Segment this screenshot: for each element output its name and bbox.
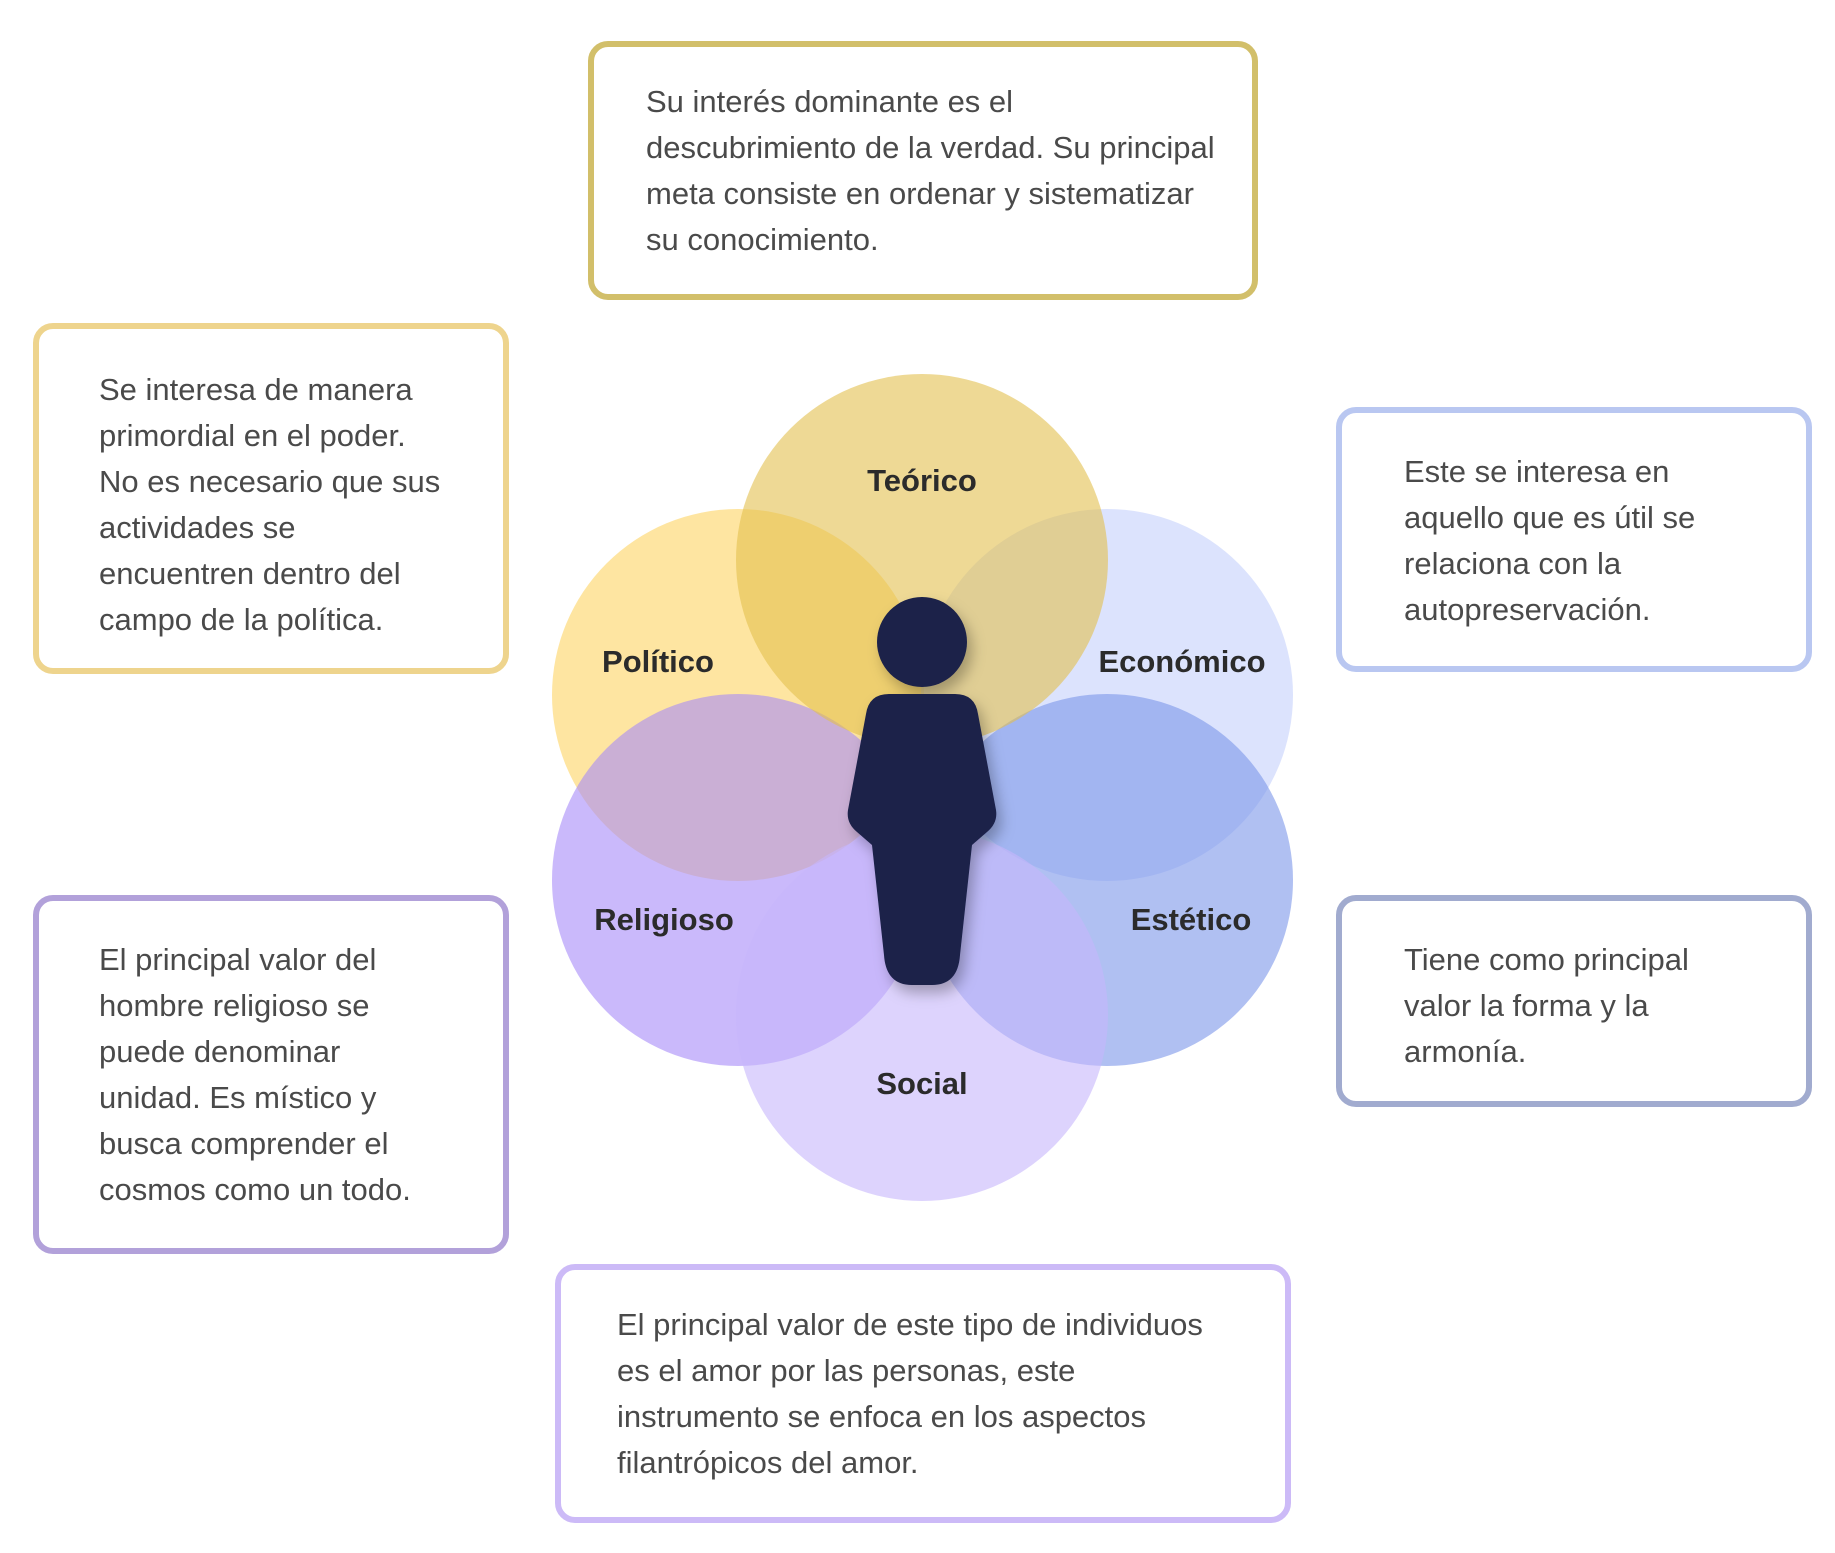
label-estetico: Estético	[1131, 902, 1252, 937]
social-description-box: El principal valor de este tipo de indiv…	[555, 1264, 1291, 1523]
teorico-description: Su interés dominante es el descubrimient…	[646, 84, 1215, 257]
economico-description-box: Este se interesa en aquello que es útil …	[1336, 407, 1812, 672]
label-religioso: Religioso	[594, 902, 734, 937]
religioso-description: El principal valor del hombre religioso …	[99, 942, 411, 1207]
label-politico: Político	[602, 644, 714, 679]
politico-description-box: Se interesa de manera primordial en el p…	[33, 323, 509, 674]
label-economico: Económico	[1098, 644, 1265, 679]
circle-teorico	[736, 374, 1108, 746]
label-teorico: Teórico	[867, 463, 977, 498]
teorico-description-box: Su interés dominante es el descubrimient…	[588, 41, 1258, 300]
estetico-description-box: Tiene como principal valor la forma y la…	[1336, 895, 1812, 1107]
circle-social	[736, 829, 1108, 1201]
estetico-description: Tiene como principal valor la forma y la…	[1404, 942, 1689, 1069]
religioso-description-box: El principal valor del hombre religioso …	[33, 895, 509, 1254]
circle-group	[552, 374, 1293, 1201]
economico-description: Este se interesa en aquello que es útil …	[1404, 454, 1696, 627]
person-icon	[847, 597, 997, 985]
politico-description: Se interesa de manera primordial en el p…	[99, 372, 441, 637]
social-description: El principal valor de este tipo de indiv…	[617, 1307, 1203, 1480]
label-social: Social	[876, 1066, 967, 1101]
